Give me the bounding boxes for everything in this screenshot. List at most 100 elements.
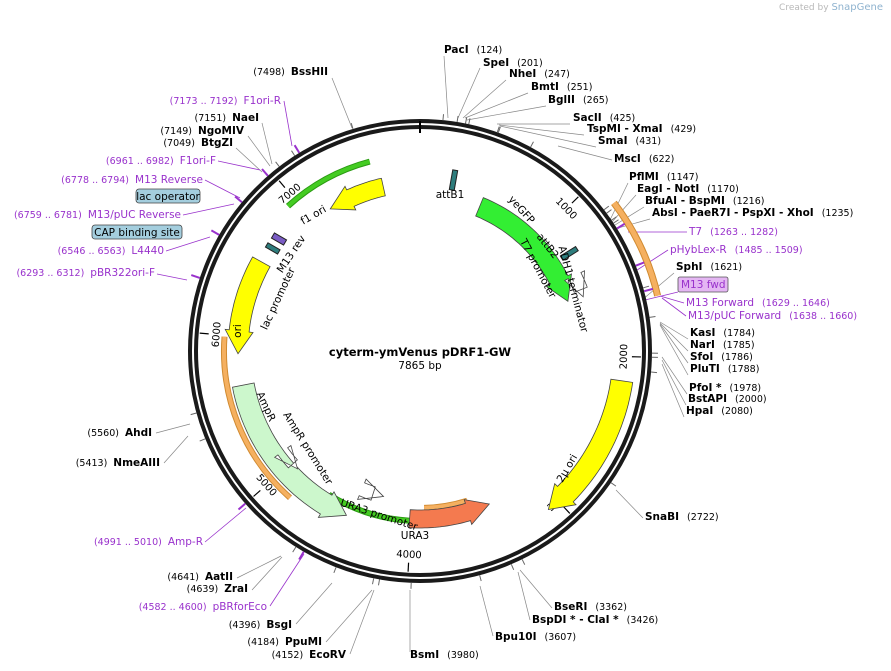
enzyme-position: (4639) [187,584,219,595]
leader-line [661,356,688,395]
enzyme-label-bmti: BmtI(251) [531,81,592,93]
enzyme-label-btgzi: (7049)BtgZI [163,137,233,149]
enzyme-name: BfuAI - BspMI [645,195,725,207]
enzyme-name: EagI - NotI [637,183,699,195]
feature-label-ura3: URA3 [401,530,429,542]
cut-site-mark [649,315,656,318]
enzyme-name: NheI [509,68,536,80]
cut-site-mark [291,150,296,156]
f1ori-green-arc [286,159,371,208]
enzyme-label-absi-paer7i-pspxi-xhoi: AbsI - PaeR7I - PspXI - XhoI(1235) [652,207,853,219]
ampr-orange-arc [222,336,292,500]
primer-site-mark [635,261,645,267]
primer-label-m13-reverse: (6778 .. 6794)M13 Reverse [61,174,203,186]
leader-line [155,423,191,434]
enzyme-label-pfoi: PfoI *(1978) [689,382,761,394]
enzyme-name: BseRI [554,601,587,613]
primer-site-mark [298,551,305,561]
primer-leader-line [217,160,261,171]
primer-label-amp-r: (4991 .. 5010)Amp-R [94,536,203,548]
leader-line [247,135,271,167]
boxed-feature-cap-binding-site [91,224,183,240]
enzyme-name: SmaI [598,135,628,147]
ampr-promoter-arrow [273,444,299,470]
enzyme-label-bglii: BglII(265) [548,94,608,106]
enzyme-name: KasI [690,327,715,339]
cut-site-mark [613,219,619,224]
enzyme-name: NaeI [232,112,259,124]
enzyme-label-snabi: SnaBI(2722) [645,511,719,523]
leader-line [464,92,529,119]
feature-arrows [221,158,662,529]
cut-site-marks [190,114,658,589]
ampr-arrow [232,382,348,518]
feature-label-f1-ori: f1 ori [299,203,329,227]
enzyme-label-nmeaiii: (5413)NmeAIII [76,457,160,469]
leader-line [251,556,283,591]
enzyme-name: TspMI - XmaI [587,123,663,135]
enzyme-name: BstAPI [688,393,727,405]
primer-name: pHybLex-R [670,244,727,256]
enzyme-name: BspDI * - ClaI * [532,614,619,626]
ura3-promoter-arrow [356,478,385,501]
enzyme-name: Bpu10I [495,631,537,643]
leader-line [615,489,644,519]
plasmid-size: 7865 bp [398,360,442,372]
tick-label: 6000 [211,321,224,347]
enzyme-position: (3607) [545,632,577,643]
enzyme-label-bspdi-clai: BspDI * - ClaI *(3426) [532,614,658,626]
leader-line [659,324,689,376]
enzyme-position: (7149) [160,126,192,137]
primer-range: (1263 .. 1282) [710,227,778,238]
enzyme-position: (622) [649,154,675,165]
enzyme-name: PflMI [629,171,659,183]
primer-name: T7 [688,226,702,238]
primer-label-pbr322ori-f: (6293 .. 6312)pBR322ori-F [16,267,155,279]
attb1-box [448,169,459,191]
cut-site-mark [468,118,471,125]
primer-range: (1485 .. 1509) [735,245,803,256]
primer-label-pbrforeco: (4582 .. 4600)pBRforEco [139,601,267,613]
enzyme-label-bsmi: BsmI(3980) [410,649,479,661]
boxed-feature-lac-operator [135,188,201,204]
tick-mark [199,332,209,335]
cut-site-mark [372,578,375,585]
enzyme-label-bpu10i: Bpu10I (3607) [495,631,576,643]
cut-site-mark [199,438,206,442]
leader-line [498,124,585,136]
enzyme-position: (1621) [710,262,742,273]
enzyme-label-smai: SmaI (431) [598,135,661,147]
cut-site-mark [275,161,280,167]
boxed-feature-label: lac operator [136,191,200,203]
enzyme-label-ngomiv: (7149)NgoMIV [160,125,244,137]
primer-label-l4440: (6546 .. 6563)L4440 [58,245,164,257]
primer-site-mark [643,287,654,293]
enzyme-label-zrai: (4639)ZraI [187,583,248,595]
cut-site-mark [479,575,482,582]
primer-range: (7173 .. 7192) [170,96,238,107]
cut-site-mark [603,205,610,211]
tick-mark [278,180,286,189]
yegfp-outer-arc [611,201,661,297]
enzyme-position: (2722) [687,512,719,523]
primer-range: (6293 .. 6312) [16,268,84,279]
enzyme-position: (1235) [822,208,854,219]
f1-ori-arrow [329,177,386,211]
primer-range: (1638 .. 1660) [789,311,857,322]
enzyme-label-sfoi: SfoI(1786) [690,351,753,363]
primer-leader-line [283,100,293,147]
primer-leader-line [661,297,687,317]
enzyme-position: (7498) [253,67,285,78]
ori-arrow [224,256,271,355]
enzyme-name: BsmI [410,649,439,661]
enzyme-position: (1788) [728,364,760,375]
primer-range: (6546 .. 6563) [58,246,126,257]
cap-site-box [264,242,281,255]
enzyme-position: (431) [636,136,662,147]
enzyme-label-pluti: PluTI(1788) [690,363,759,375]
enzyme-label-ahdi: (5560)AhdI [87,427,152,439]
enzyme-label-naei: (7151)NaeI [195,112,260,124]
enzyme-label-nari: NarI(1785) [690,339,755,351]
leader-line [499,125,597,148]
